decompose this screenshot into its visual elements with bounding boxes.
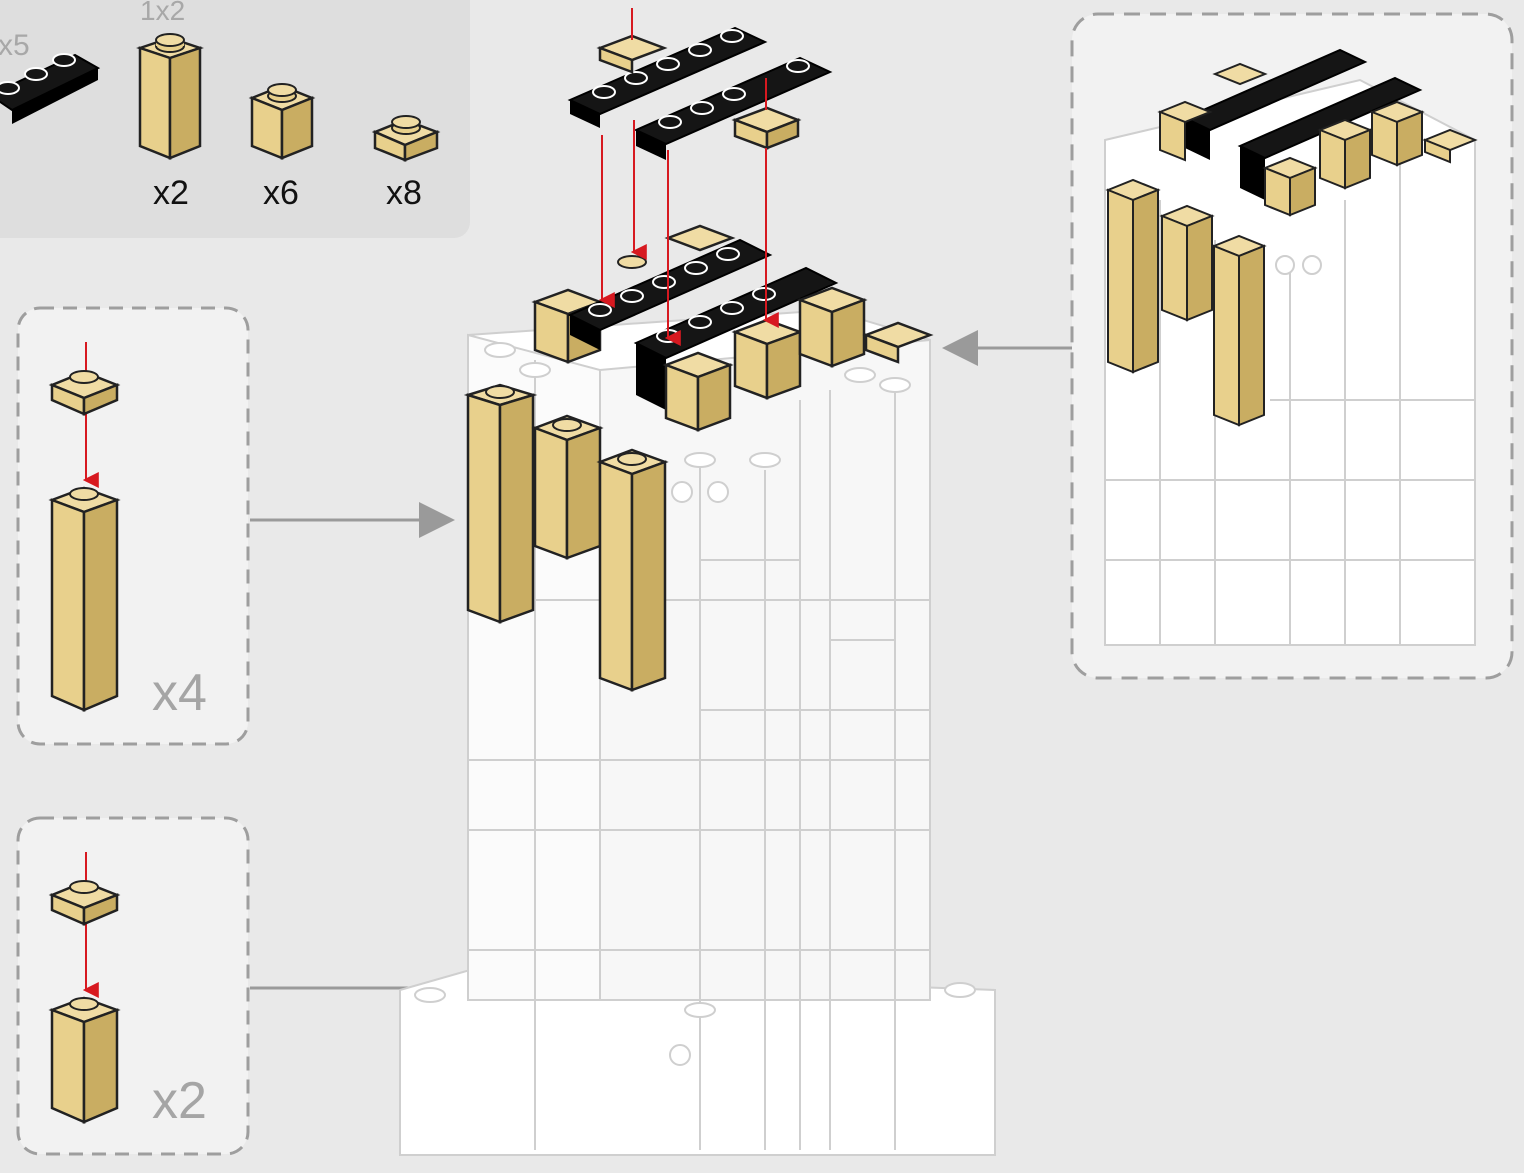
parts-list-panel: x5 1x2 <box>0 0 470 238</box>
tan-plate-icon <box>48 370 121 416</box>
red-drop-arrows <box>598 8 779 346</box>
multiplier-label-x2: x2 <box>152 1072 207 1130</box>
tan-column-2 <box>531 414 604 560</box>
tan-1x1-brick-icon <box>248 83 316 160</box>
partial-quantity-label: x5 <box>0 29 30 62</box>
tan-1x1-plate-icon <box>371 115 441 162</box>
multiplier-label-x4: x4 <box>152 664 207 722</box>
tan-tall-brick-icon <box>48 486 121 712</box>
tower-top-layer <box>531 224 934 432</box>
part-size-label: 1x2 <box>140 0 185 26</box>
quantity-label-1: x2 <box>153 174 189 212</box>
subassembly-short-panel: x2 <box>16 816 250 1156</box>
black-plate-partial-icon <box>0 53 101 124</box>
tan-column-1 <box>463 383 538 624</box>
result-preview-panel <box>1070 12 1514 680</box>
tan-1x1x3-brick-icon <box>136 33 204 160</box>
quantity-label-3: x8 <box>386 174 422 212</box>
tan-plate-icon <box>48 880 121 926</box>
incoming-parts <box>567 26 833 160</box>
subassembly-tall-panel: x4 <box>16 306 250 746</box>
tan-column-3 <box>596 448 669 692</box>
tan-brick-icon <box>48 996 121 1124</box>
quantity-label-2: x6 <box>263 174 299 212</box>
